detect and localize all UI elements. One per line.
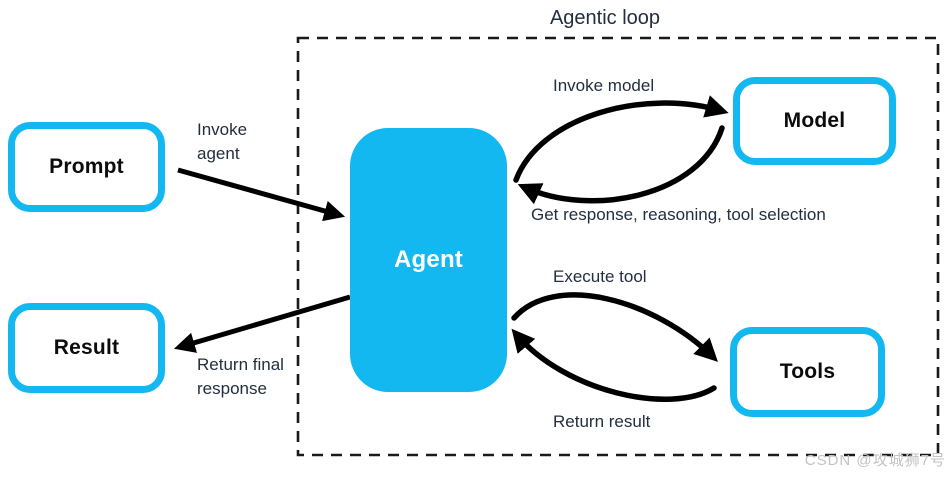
invoke-agent-label: Invoke agent xyxy=(197,120,248,163)
arrow-return-result xyxy=(511,328,717,402)
invoke-model-label: Invoke model xyxy=(553,76,655,95)
return-result-label: Return result xyxy=(553,412,651,431)
result-node: Result xyxy=(8,303,165,393)
arrow-get-response xyxy=(517,125,725,205)
arrow-invoke-agent xyxy=(177,167,346,222)
arrow-return-final-response xyxy=(173,294,351,353)
tools-node: Tools xyxy=(730,327,885,417)
agent-node: Agent xyxy=(350,128,507,392)
get-response-label: Get response, reasoning, tool selection xyxy=(531,205,826,224)
diagram-title: Agentic loop xyxy=(549,7,661,29)
agentic-loop-boundary xyxy=(296,36,940,457)
arrow-execute-tool xyxy=(511,292,718,362)
return-final-response-label: Return final response xyxy=(197,355,284,398)
execute-tool-label: Execute tool xyxy=(553,267,647,286)
arrow-invoke-model xyxy=(513,95,729,183)
csdn-watermark: CSDN @攻城狮7号 xyxy=(804,452,946,469)
model-node: Model xyxy=(733,77,896,165)
prompt-node: Prompt xyxy=(8,122,165,212)
